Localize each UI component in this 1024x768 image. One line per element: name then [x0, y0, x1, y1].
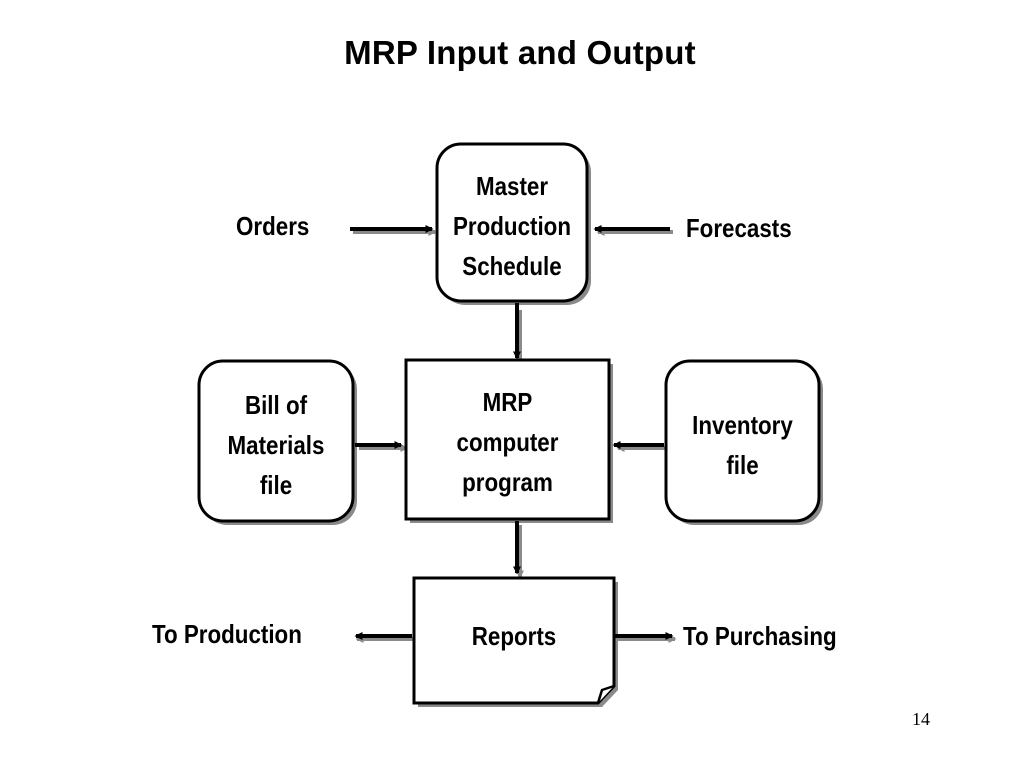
- mrp-program-box: [404, 358, 611, 521]
- page-number: 14: [912, 709, 930, 729]
- bill-of-materials-box: [197, 359, 355, 523]
- forecasts-label: Forecasts: [686, 213, 792, 243]
- mps-line-3: Schedule: [462, 251, 562, 281]
- mps-line-1: Master: [475, 171, 549, 201]
- mps-line-2: Production: [452, 211, 572, 241]
- orders-label: Orders: [236, 211, 310, 241]
- mrp-program-label: MRP computer program: [420, 380, 595, 504]
- to-purchasing-label: To Purchasing: [683, 621, 837, 651]
- bill-of-materials-label: Bill of Materials file: [210, 383, 342, 507]
- inventory-file-label: Inventory file: [677, 405, 809, 485]
- mrp-line-2: computer: [456, 427, 559, 457]
- page-title: MRP Input and Output: [344, 34, 696, 71]
- mrp-line-3: program: [462, 467, 553, 497]
- master-production-schedule-label: Master Production Schedule: [441, 164, 582, 288]
- master-production-schedule-box: [435, 142, 589, 303]
- inventory-line-1: Inventory: [692, 410, 793, 440]
- to-production-label: To Production: [152, 619, 302, 649]
- bom-line-3: file: [259, 470, 293, 500]
- mrp-line-1: MRP: [482, 387, 533, 417]
- inventory-line-2: file: [726, 450, 759, 480]
- bom-line-2: Materials: [227, 430, 325, 460]
- reports-label: Reports: [428, 616, 600, 656]
- reports-line-1: Reports: [471, 621, 557, 651]
- inventory-file-box: [664, 359, 821, 523]
- bom-line-1: Bill of: [244, 390, 308, 420]
